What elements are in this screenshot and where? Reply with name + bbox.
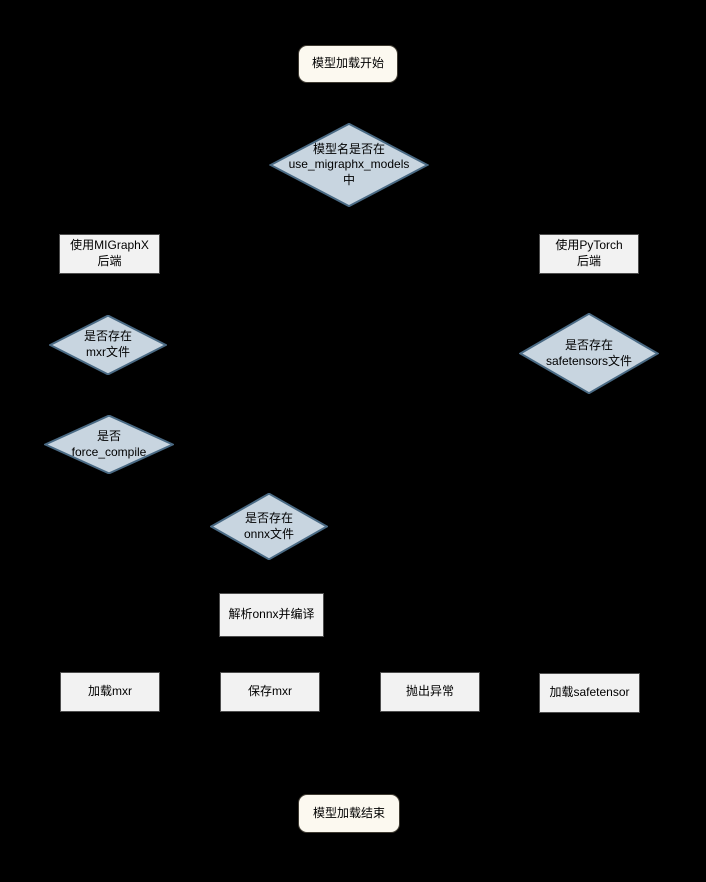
node-label: 模型加载开始 xyxy=(311,56,384,71)
diamond-shape-icon xyxy=(210,493,328,560)
node-label: 抛出异常 xyxy=(405,684,454,699)
process-load-mxr: 加载mxr xyxy=(60,672,160,712)
decision-mxr-file-exists: 是否存在 mxr文件 xyxy=(49,315,167,375)
terminal-end-node: 模型加载结束 xyxy=(298,794,400,833)
process-save-mxr: 保存mxr xyxy=(220,672,320,712)
diamond-shape-icon xyxy=(44,415,174,474)
diamond-shape-icon xyxy=(269,123,429,207)
node-label: 解析onnx并编译 xyxy=(228,607,315,622)
decision-model-in-use-migraphx-models: 模型名是否在 use_migraphx_models 中 xyxy=(269,123,429,207)
process-parse-onnx-and-compile: 解析onnx并编译 xyxy=(219,593,324,637)
decision-force-compile: 是否 force_compile xyxy=(44,415,174,474)
process-use-pytorch-backend: 使用PyTorch 后端 xyxy=(539,234,639,274)
node-label: 使用MIGraphX 后端 xyxy=(70,238,149,268)
node-label: 是否 force_compile xyxy=(71,428,147,459)
decision-onnx-file-exists: 是否存在 onnx文件 xyxy=(210,493,328,560)
process-throw-exception: 抛出异常 xyxy=(380,672,480,712)
node-label: 是否存在 onnx文件 xyxy=(243,510,295,541)
node-label: 保存mxr xyxy=(248,684,292,699)
node-label: 加载mxr xyxy=(88,684,132,699)
node-label: 模型加载结束 xyxy=(312,805,385,820)
node-label: 模型名是否在 use_migraphx_models 中 xyxy=(288,141,410,187)
process-use-migraphx-backend: 使用MIGraphX 后端 xyxy=(59,234,160,274)
process-load-safetensor: 加载safetensor xyxy=(539,673,640,713)
terminal-start-node: 模型加载开始 xyxy=(298,45,398,83)
node-label: 使用PyTorch 后端 xyxy=(555,238,623,268)
decision-safetensors-file-exists: 是否存在 safetensors文件 xyxy=(519,313,659,394)
node-label: 是否存在 safetensors文件 xyxy=(545,337,633,368)
diamond-shape-icon xyxy=(519,313,659,394)
node-label: 加载safetensor xyxy=(549,685,630,700)
node-label: 是否存在 mxr文件 xyxy=(83,329,132,359)
diamond-shape-icon xyxy=(49,315,167,375)
